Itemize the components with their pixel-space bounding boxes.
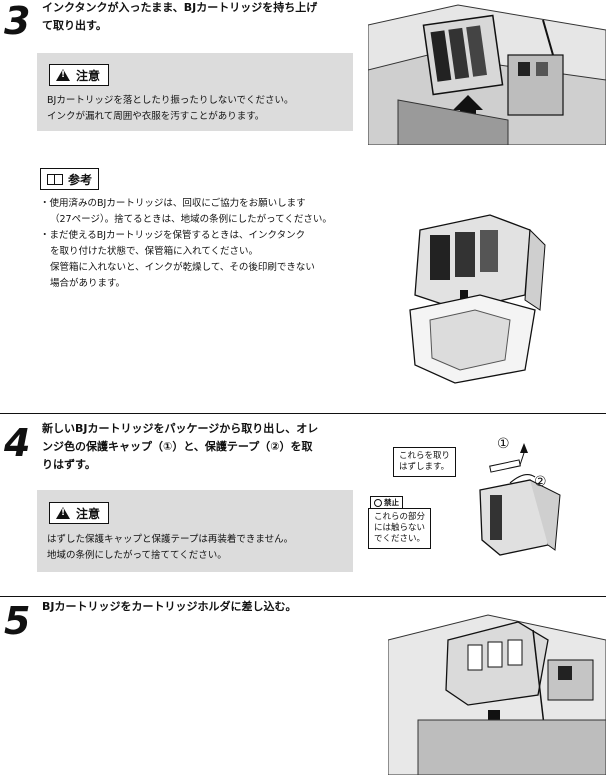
do-not-touch-line3: でください。 <box>374 534 426 544</box>
step-number-3: 3 <box>4 0 31 43</box>
do-not-touch-callout: これらの部分 には触らない でください。 <box>368 508 432 549</box>
remove-callout-line2: はずします。 <box>399 462 450 472</box>
step4-caution-label: 注意 <box>76 506 101 521</box>
new-cartridge-illustration <box>479 443 561 556</box>
step-divider-1 <box>0 413 606 414</box>
step3-note-line6: 場合があります。 <box>50 278 126 289</box>
step4-instruction-line1: 新しいBJカートリッジをパッケージから取り出し、オレ <box>42 422 319 435</box>
step4-caution-text: はずした保護キャップと保護テープは再装着できません。 地域の条例にしたがって捨て… <box>47 532 347 564</box>
remove-callout: これらを取り はずします。 <box>393 447 457 477</box>
step4-instruction-line3: りはずす。 <box>42 458 96 471</box>
prohibit-label: 禁止 <box>384 498 399 507</box>
step3-note-line3: ・まだ使えるBJカートリッジを保管するときは、インクタンク <box>40 230 306 241</box>
storage-box-illustration <box>409 214 546 384</box>
step4-instruction: 新しいBJカートリッジをパッケージから取り出し、オレ ンジ色の保護キャップ（①）… <box>42 420 362 474</box>
circle-2-label: ② <box>534 474 547 490</box>
step3-note-line4: を取り付けた状態で、保管箱に入れてください。 <box>50 246 259 257</box>
step4-caution-line2: 地域の条例にしたがって捨ててください。 <box>47 550 227 561</box>
step-number-4: 4 <box>4 421 31 465</box>
prohibit-badge: 禁止 <box>370 496 403 509</box>
step5-printer-illustration <box>388 614 606 775</box>
step3-caution-line2: インクが漏れて周囲や衣服を汚すことがあります。 <box>47 111 265 122</box>
do-not-touch-line1: これらの部分 <box>374 512 426 522</box>
step-divider-2 <box>0 596 606 597</box>
step4-caution-line1: はずした保護キャップと保護テープは再装着できません。 <box>47 534 294 545</box>
book-icon <box>47 173 63 185</box>
step3-instruction-line1: インクタンクが入ったまま、BJカートリッジを持ち上げ <box>42 1 318 14</box>
step3-caution-label: 注意 <box>76 68 101 83</box>
step3-note-title: 参考 <box>40 168 100 190</box>
step3-instruction-line2: て取り出す。 <box>42 19 107 32</box>
step3-instruction: インクタンクが入ったまま、BJカートリッジを持ち上げ て取り出す。 <box>42 0 362 35</box>
step-number-5: 5 <box>4 599 31 643</box>
step3-caution-text: BJカートリッジを落としたり振ったりしないでください。 インクが漏れて周囲や衣服… <box>47 93 347 125</box>
step3-note-line1: ・使用済みのBJカートリッジは、回収にご協力をお願いします <box>40 198 306 209</box>
circle-1-label: ① <box>497 436 510 452</box>
step3-caution-title: 注意 <box>49 64 110 86</box>
warning-icon <box>56 507 70 519</box>
warning-icon <box>56 69 70 81</box>
do-not-touch-line2: には触らない <box>374 523 426 533</box>
step3-note-line2: （27ページ）。捨てるときは、地域の条例にしたがってください。 <box>50 214 332 225</box>
step3-caution-box: 注意 BJカートリッジを落としたり振ったりしないでください。 インクが漏れて周囲… <box>37 53 353 131</box>
step4-instruction-line2: ンジ色の保護キャップ（①）と、保護テープ（②）を取 <box>42 440 313 453</box>
prohibit-icon <box>374 498 382 507</box>
step3-note-text: ・使用済みのBJカートリッジは、回収にご協力をお願いします （27ページ）。捨て… <box>40 196 370 292</box>
step3-caution-line1: BJカートリッジを落としたり振ったりしないでください。 <box>47 95 294 106</box>
step3-note-line5: 保管箱に入れないと、インクが乾燥して、その後印刷できない <box>50 262 315 273</box>
step4-caution-box: 注意 はずした保護キャップと保護テープは再装着できません。 地域の条例にしたがっ… <box>37 490 353 572</box>
step3-note-label: 参考 <box>68 172 93 187</box>
step5-instruction: BJカートリッジをカートリッジホルダに差し込む。 <box>42 600 297 613</box>
remove-callout-line1: これらを取り <box>399 451 451 461</box>
step3-printer-illustration <box>368 0 606 145</box>
step4-caution-title: 注意 <box>49 502 110 524</box>
